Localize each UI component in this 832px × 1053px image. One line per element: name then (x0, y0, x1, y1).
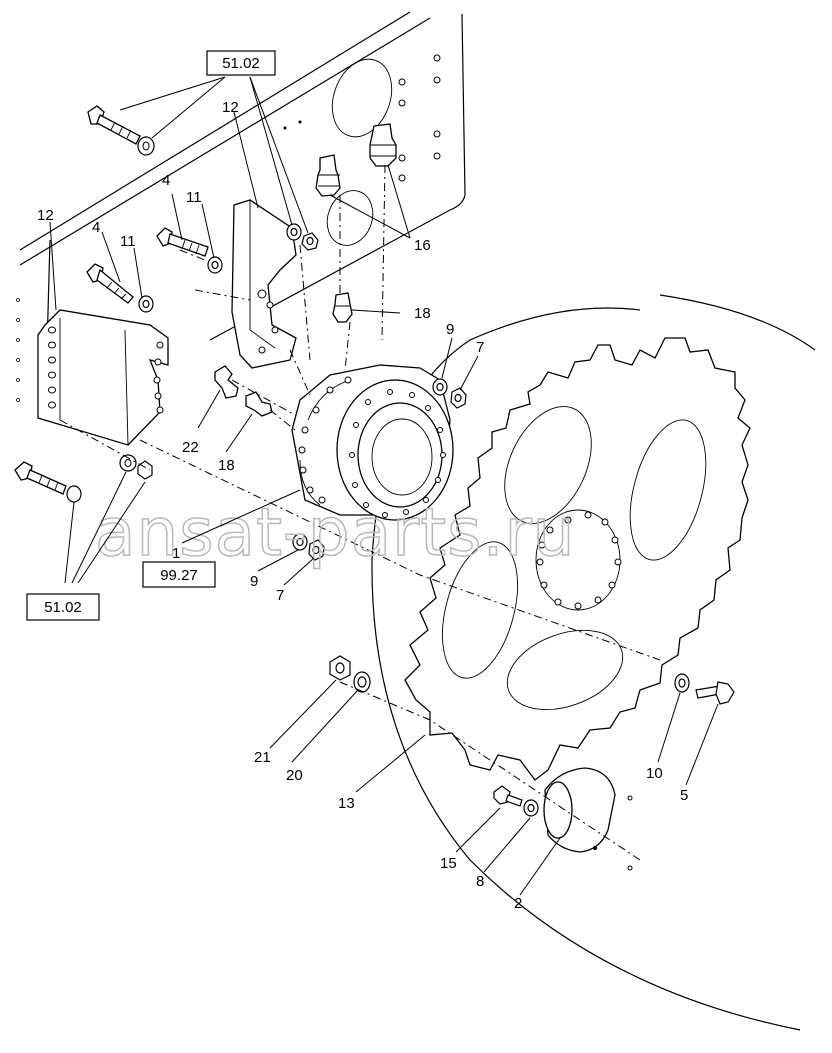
fitting-16-left (315, 154, 341, 197)
callout-9-upper: 9 (446, 321, 454, 338)
nut-washer-upper-bracket (286, 223, 319, 251)
callout-20: 20 (286, 767, 303, 784)
callout-22: 22 (182, 439, 199, 456)
callout-7-upper: 7 (476, 339, 484, 356)
track-frame-outline-right (659, 294, 816, 351)
callout-15: 15 (440, 855, 457, 872)
callout-5: 5 (680, 787, 688, 804)
callout-11-lower: 11 (120, 233, 136, 250)
bracket-upper (231, 199, 297, 369)
callout-18-upper: 18 (414, 305, 431, 322)
bolt-5-washer-10 (674, 673, 735, 705)
bolt-4-lower (86, 263, 134, 304)
watermark-text: ansat-parts.ru (95, 494, 575, 571)
callout-9-lower: 9 (250, 573, 258, 590)
callout-21: 21 (254, 749, 271, 766)
callout-16: 16 (414, 237, 431, 254)
final-drive-hub (291, 364, 454, 521)
ref-box-top[interactable]: 51.02 (206, 50, 276, 76)
callout-18-lower: 18 (218, 457, 235, 474)
callout-13: 13 (338, 795, 355, 812)
callout-labels: 12 12 4 4 11 11 16 18 18 9 9 7 7 22 1 21… (37, 99, 688, 912)
leader-lines (49, 76, 719, 896)
track-frame-outline (371, 307, 801, 1031)
fitting-18-upper (332, 292, 353, 323)
bolt-top (87, 105, 155, 156)
sprocket (404, 337, 751, 781)
ref-box-bottom-label: 51.02 (44, 599, 82, 616)
callout-1: 1 (172, 545, 180, 562)
callout-8: 8 (476, 873, 484, 890)
ref-box-bottom[interactable]: 51.02 (26, 593, 100, 621)
callout-4-lower: 4 (92, 219, 100, 236)
ref-box-top-label: 51.02 (222, 55, 260, 72)
callout-11-upper: 11 (186, 189, 202, 206)
callout-2: 2 (514, 895, 522, 912)
fitting-16-right (369, 123, 397, 167)
washer-11 (138, 256, 223, 313)
callout-12-upper: 12 (222, 99, 239, 116)
bolt-15-washer-8 (493, 785, 539, 817)
assembly-lines (59, 164, 661, 861)
ref-box-mid[interactable]: 99.27 (142, 561, 216, 588)
fitting-18-lower (245, 391, 273, 417)
ref-box-mid-label: 99.27 (160, 567, 198, 584)
hub-cap (543, 767, 633, 871)
washer-nut-9-7 (292, 378, 467, 561)
callout-12-left: 12 (37, 207, 54, 224)
nut-21-washer-20 (329, 655, 371, 693)
bolt-4-upper (156, 227, 209, 257)
fitting-22 (214, 365, 239, 399)
callout-7-lower: 7 (276, 587, 284, 604)
callout-4-upper: 4 (162, 172, 170, 189)
bracket-left (37, 309, 169, 446)
callout-10: 10 (646, 765, 663, 782)
